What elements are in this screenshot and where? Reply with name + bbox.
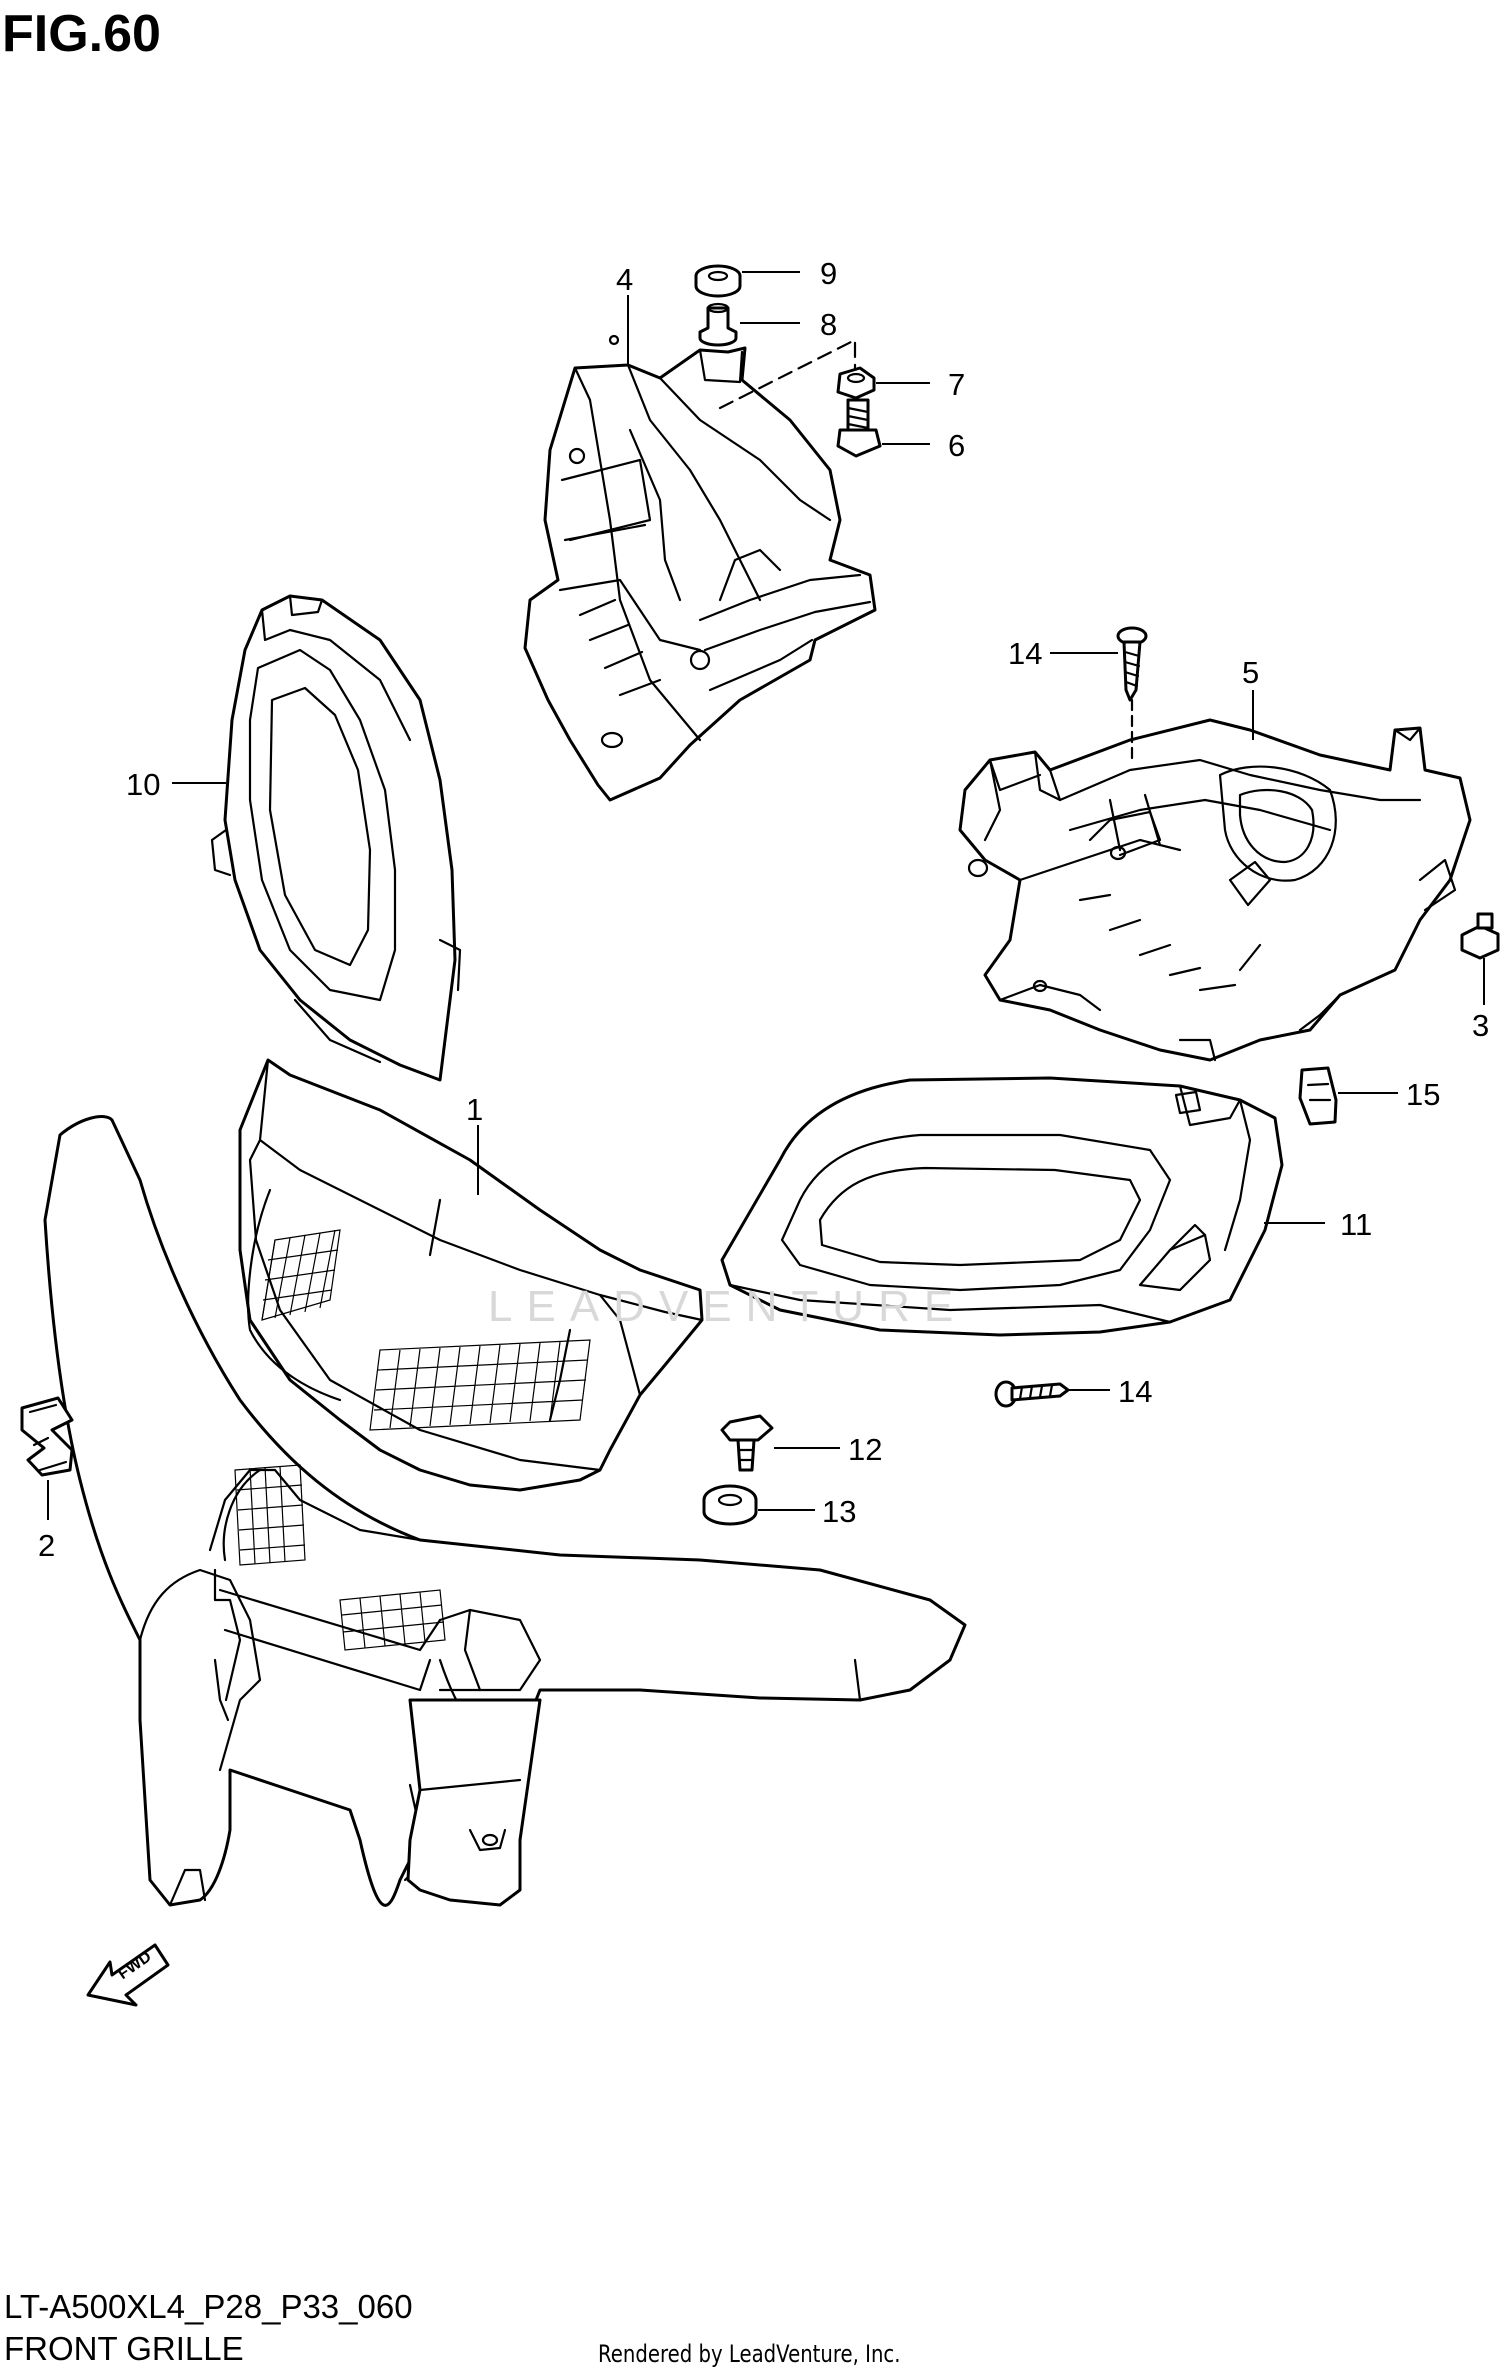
part-10-light-cover-left[interactable] <box>210 594 462 1082</box>
part-7-nut[interactable] <box>836 366 876 400</box>
callout-9: 9 <box>820 256 837 291</box>
callout-2: 2 <box>38 1528 55 1563</box>
part-13-grommet[interactable] <box>702 1484 758 1526</box>
callout-6: 6 <box>948 428 965 463</box>
part-9-grommet[interactable] <box>694 264 742 298</box>
callout-1: 1 <box>466 1092 483 1127</box>
callout-14-upper: 14 <box>1008 636 1042 671</box>
callout-14-lower: 14 <box>1118 1374 1152 1409</box>
part-8-collar[interactable] <box>698 302 738 347</box>
figure-caption: FRONT GRILLE <box>4 2330 244 2367</box>
part-2-emblem[interactable] <box>20 1396 74 1477</box>
part-14-screw-lower[interactable] <box>994 1380 1070 1408</box>
render-credit: Rendered by LeadVenture, Inc. <box>598 2340 901 2368</box>
part-1-front-grille[interactable] <box>43 1058 967 1907</box>
callout-4: 4 <box>616 262 633 297</box>
part-14-screw-upper[interactable] <box>1116 626 1148 702</box>
figure-title: FIG.60 <box>2 5 161 63</box>
callout-11: 11 <box>1340 1207 1372 1242</box>
callout-3: 3 <box>1472 1008 1489 1043</box>
part-15-clip[interactable] <box>1298 1066 1338 1126</box>
callout-10: 10 <box>126 767 160 802</box>
callout-5: 5 <box>1242 655 1259 690</box>
callout-8: 8 <box>820 307 837 342</box>
part-11-light-cover-right[interactable] <box>720 1076 1284 1337</box>
part-5-bracket[interactable] <box>958 718 1472 1062</box>
part-6-bolt[interactable] <box>836 398 882 458</box>
callout-12: 12 <box>848 1432 882 1467</box>
model-code: LT-A500XL4_P28_P33_060 <box>4 2288 413 2325</box>
watermark: LEADVENTURE <box>488 1282 968 1331</box>
part-4-bracket[interactable] <box>523 334 877 802</box>
fwd-arrow-icon: FWD <box>86 1943 170 2007</box>
callout-13: 13 <box>822 1494 856 1529</box>
part-12-rivet[interactable] <box>720 1414 774 1472</box>
part-3-nut[interactable] <box>1460 912 1500 960</box>
callout-15: 15 <box>1406 1077 1440 1112</box>
callout-7: 7 <box>948 367 965 402</box>
